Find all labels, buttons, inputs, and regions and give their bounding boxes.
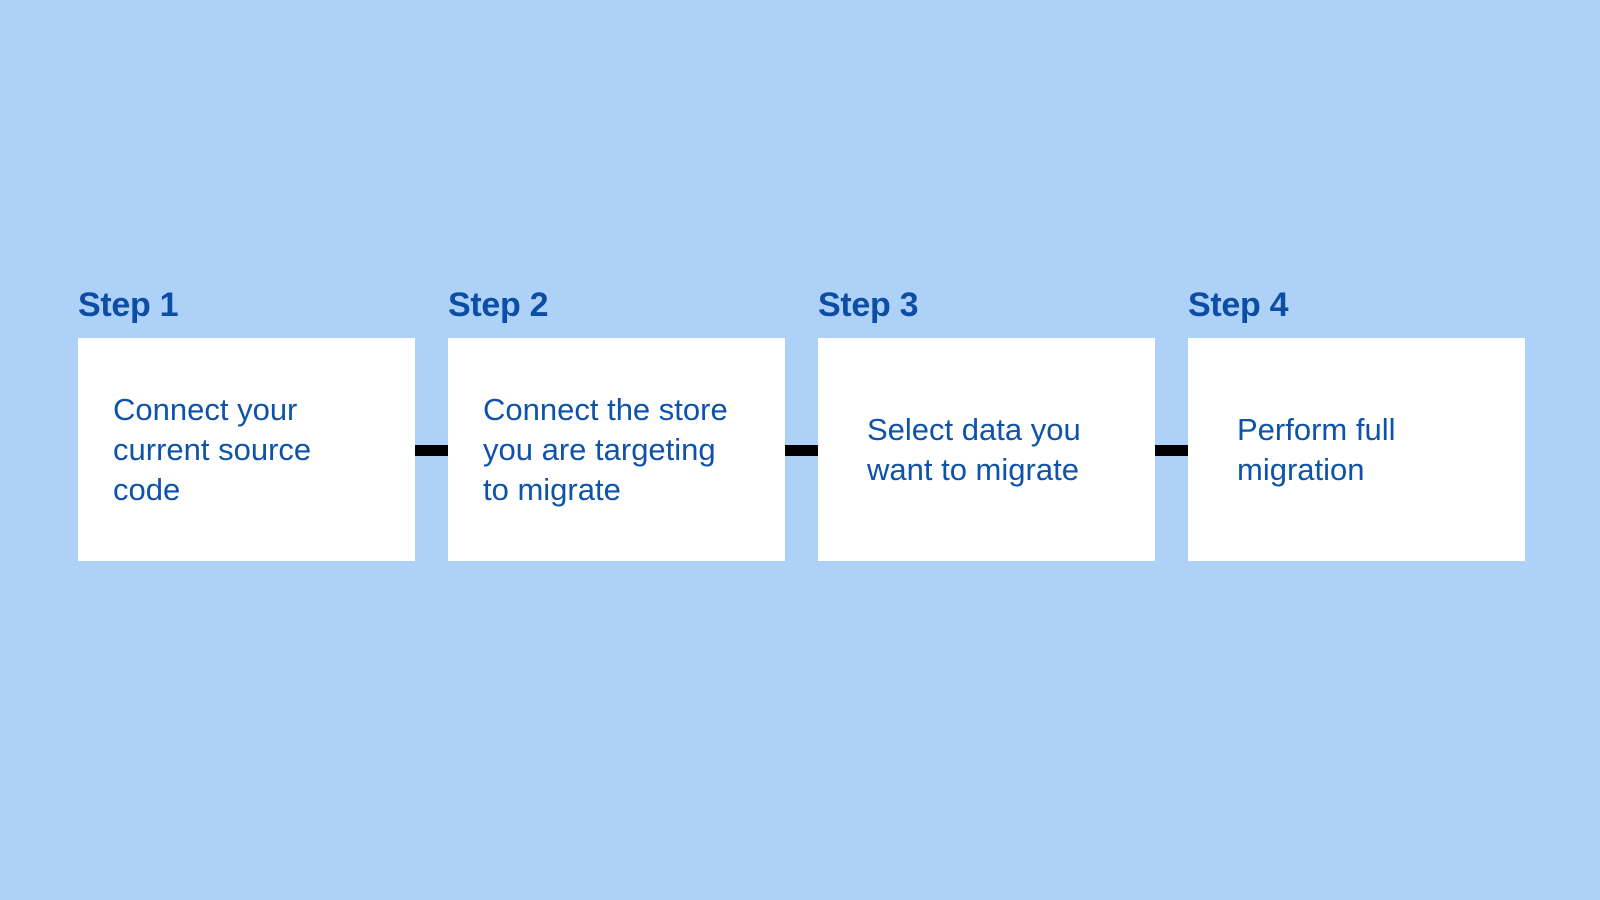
step-1-text-line-2: current source xyxy=(113,431,312,467)
step-4-text-line-2: migration xyxy=(1237,451,1365,487)
step-3-text-line-2: want to migrate xyxy=(867,451,1079,487)
step-1-card: Connect your current source code xyxy=(78,338,415,561)
step-2-text-line-1: Connect the store xyxy=(483,391,728,427)
step-2-text-line-2: you are targeting xyxy=(483,431,716,467)
step-3-card: Select data you want to migrate xyxy=(818,338,1155,561)
step-1-text-line-1: Connect your xyxy=(113,391,298,427)
step-3-label: Step 3 xyxy=(818,286,919,324)
step-1-text-line-3: code xyxy=(113,471,181,507)
step-1: Step 1 Connect your current source code xyxy=(78,285,415,561)
step-4-label: Step 4 xyxy=(1188,286,1289,324)
step-4-card: Perform full migration xyxy=(1188,338,1525,561)
step-3-text-line-1: Select data you xyxy=(867,411,1081,447)
step-2-label: Step 2 xyxy=(448,286,549,324)
step-1-label: Step 1 xyxy=(78,286,179,324)
step-2-card: Connect the store you are targeting to m… xyxy=(448,338,785,561)
step-3: Step 3 Select data you want to migrate xyxy=(818,285,1155,561)
step-connector-line xyxy=(246,445,1354,456)
step-4-text-line-1: Perform full xyxy=(1237,411,1396,447)
step-2-text-line-3: to migrate xyxy=(483,471,621,507)
step-2: Step 2 Connect the store you are targeti… xyxy=(448,285,785,561)
step-4: Step 4 Perform full migration xyxy=(1188,285,1525,561)
